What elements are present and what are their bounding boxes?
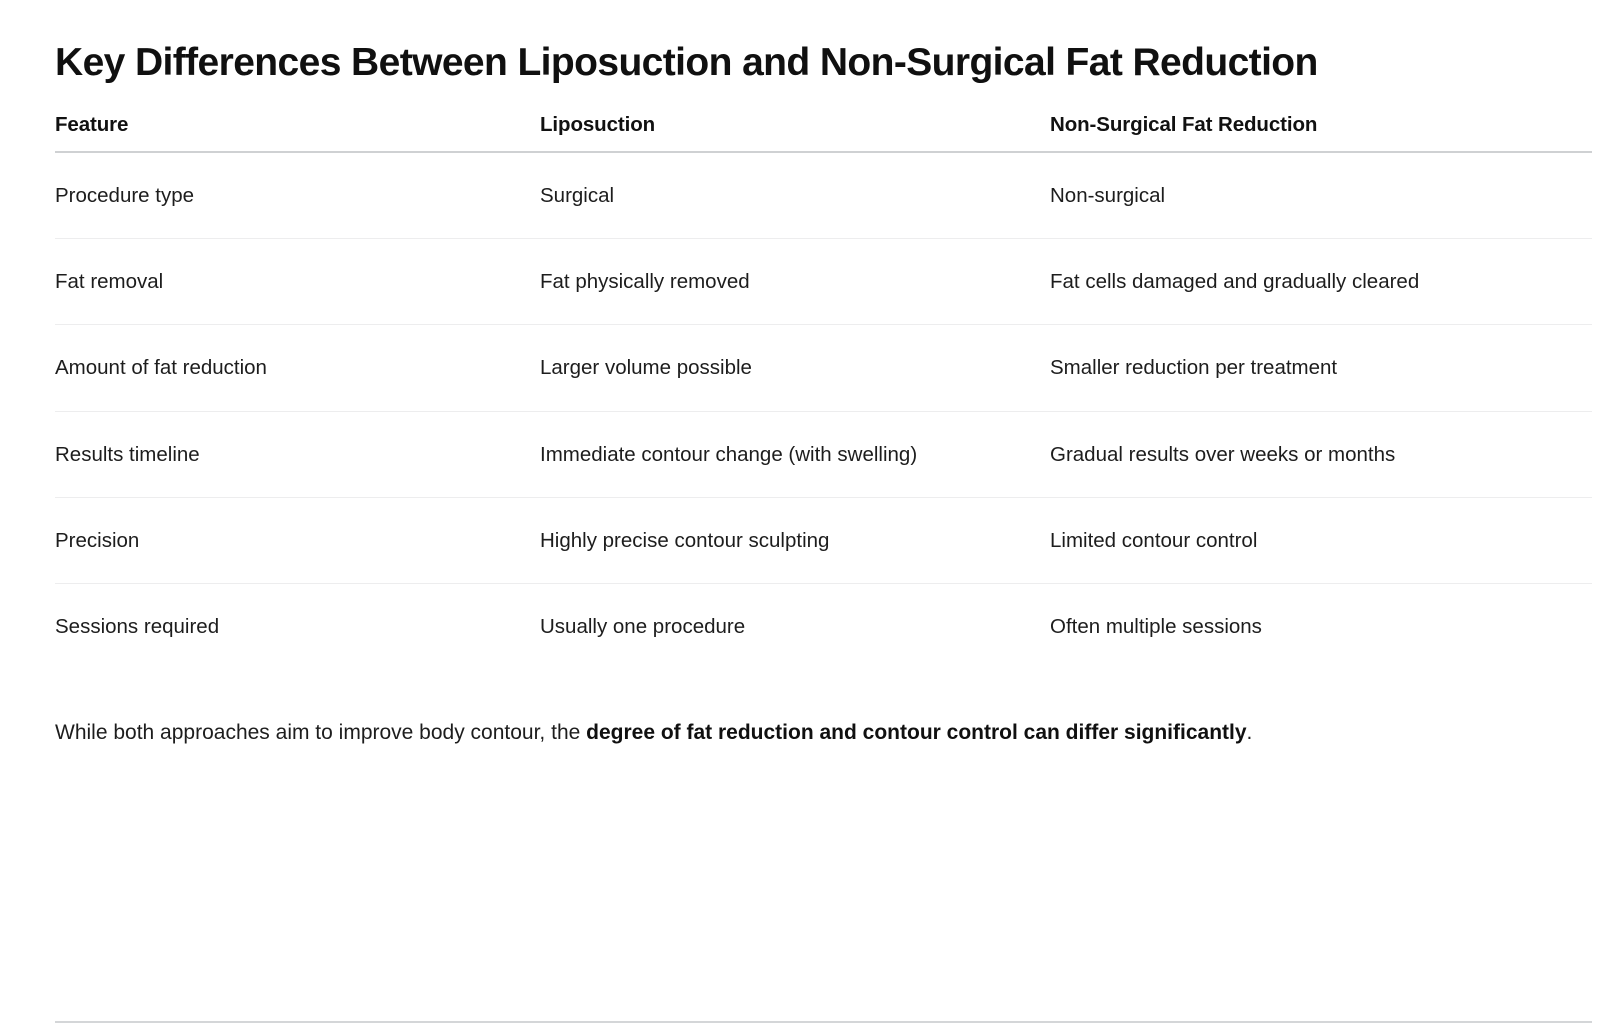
cell-liposuction: Fat physically removed — [540, 238, 1050, 326]
column-header-feature: Feature — [55, 113, 540, 154]
cell-non-surgical: Gradual results over weeks or months — [1050, 411, 1592, 498]
table-header: Feature Liposuction Non-Surgical Fat Red… — [55, 113, 1592, 154]
table-row: Amount of fat reduction Larger volume po… — [55, 324, 1592, 412]
column-header-liposuction: Liposuction — [540, 113, 1050, 154]
cell-liposuction: Surgical — [540, 152, 1050, 240]
cell-non-surgical: Non-surgical — [1050, 152, 1592, 240]
cell-liposuction: Usually one procedure — [540, 615, 746, 639]
cell-feature: Fat removal — [55, 238, 540, 326]
table-row: Precision Highly precise contour sculpti… — [55, 497, 1592, 585]
cell-feature: Amount of fat reduction — [55, 324, 540, 412]
cell-liposuction: Highly precise contour sculpting — [540, 497, 1050, 585]
cell-liposuction: Larger volume possible — [540, 324, 1050, 412]
closing-emphasis-text: degree of fat reduction and contour cont… — [586, 721, 1247, 745]
cell-non-surgical: Smaller reduction per treatment — [1050, 324, 1592, 412]
closing-lead-text: While both approaches aim to improve bod… — [55, 721, 587, 745]
page-title: Key Differences Between Liposuction and … — [55, 41, 1318, 84]
closing-paragraph: While both approaches aim to improve bod… — [55, 669, 1515, 751]
cell-feature: Precision — [55, 497, 540, 585]
comparison-table: Feature Liposuction Non-Surgical Fat Red… — [55, 113, 1592, 669]
cell-feature: Procedure type — [55, 152, 540, 240]
column-header-non-surgical: Non-Surgical Fat Reduction — [1050, 113, 1592, 154]
table-row: Fat removal Fat physically removed Fat c… — [55, 238, 1592, 326]
cell-non-surgical: Fat cells damaged and gradually cleared — [1050, 238, 1592, 326]
bottom-divider — [55, 1021, 1592, 1023]
cell-non-surgical: Limited contour control — [1050, 497, 1592, 585]
table-row: Sessions required Usually one procedure … — [55, 584, 1592, 670]
table-row: Results timeline Immediate contour chang… — [55, 411, 1592, 498]
cell-feature: Sessions required — [55, 615, 220, 639]
table-body: Procedure type Surgical Non-surgical Fat… — [55, 152, 1592, 669]
cell-feature: Results timeline — [55, 411, 540, 498]
cell-non-surgical: Often multiple sessions — [1050, 615, 1262, 639]
table-row: Procedure type Surgical Non-surgical — [55, 152, 1592, 240]
closing-trailing-text: . — [1246, 721, 1253, 745]
table-header-row: Feature Liposuction Non-Surgical Fat Red… — [55, 113, 1592, 154]
cell-liposuction: Immediate contour change (with swelling) — [540, 411, 1050, 498]
